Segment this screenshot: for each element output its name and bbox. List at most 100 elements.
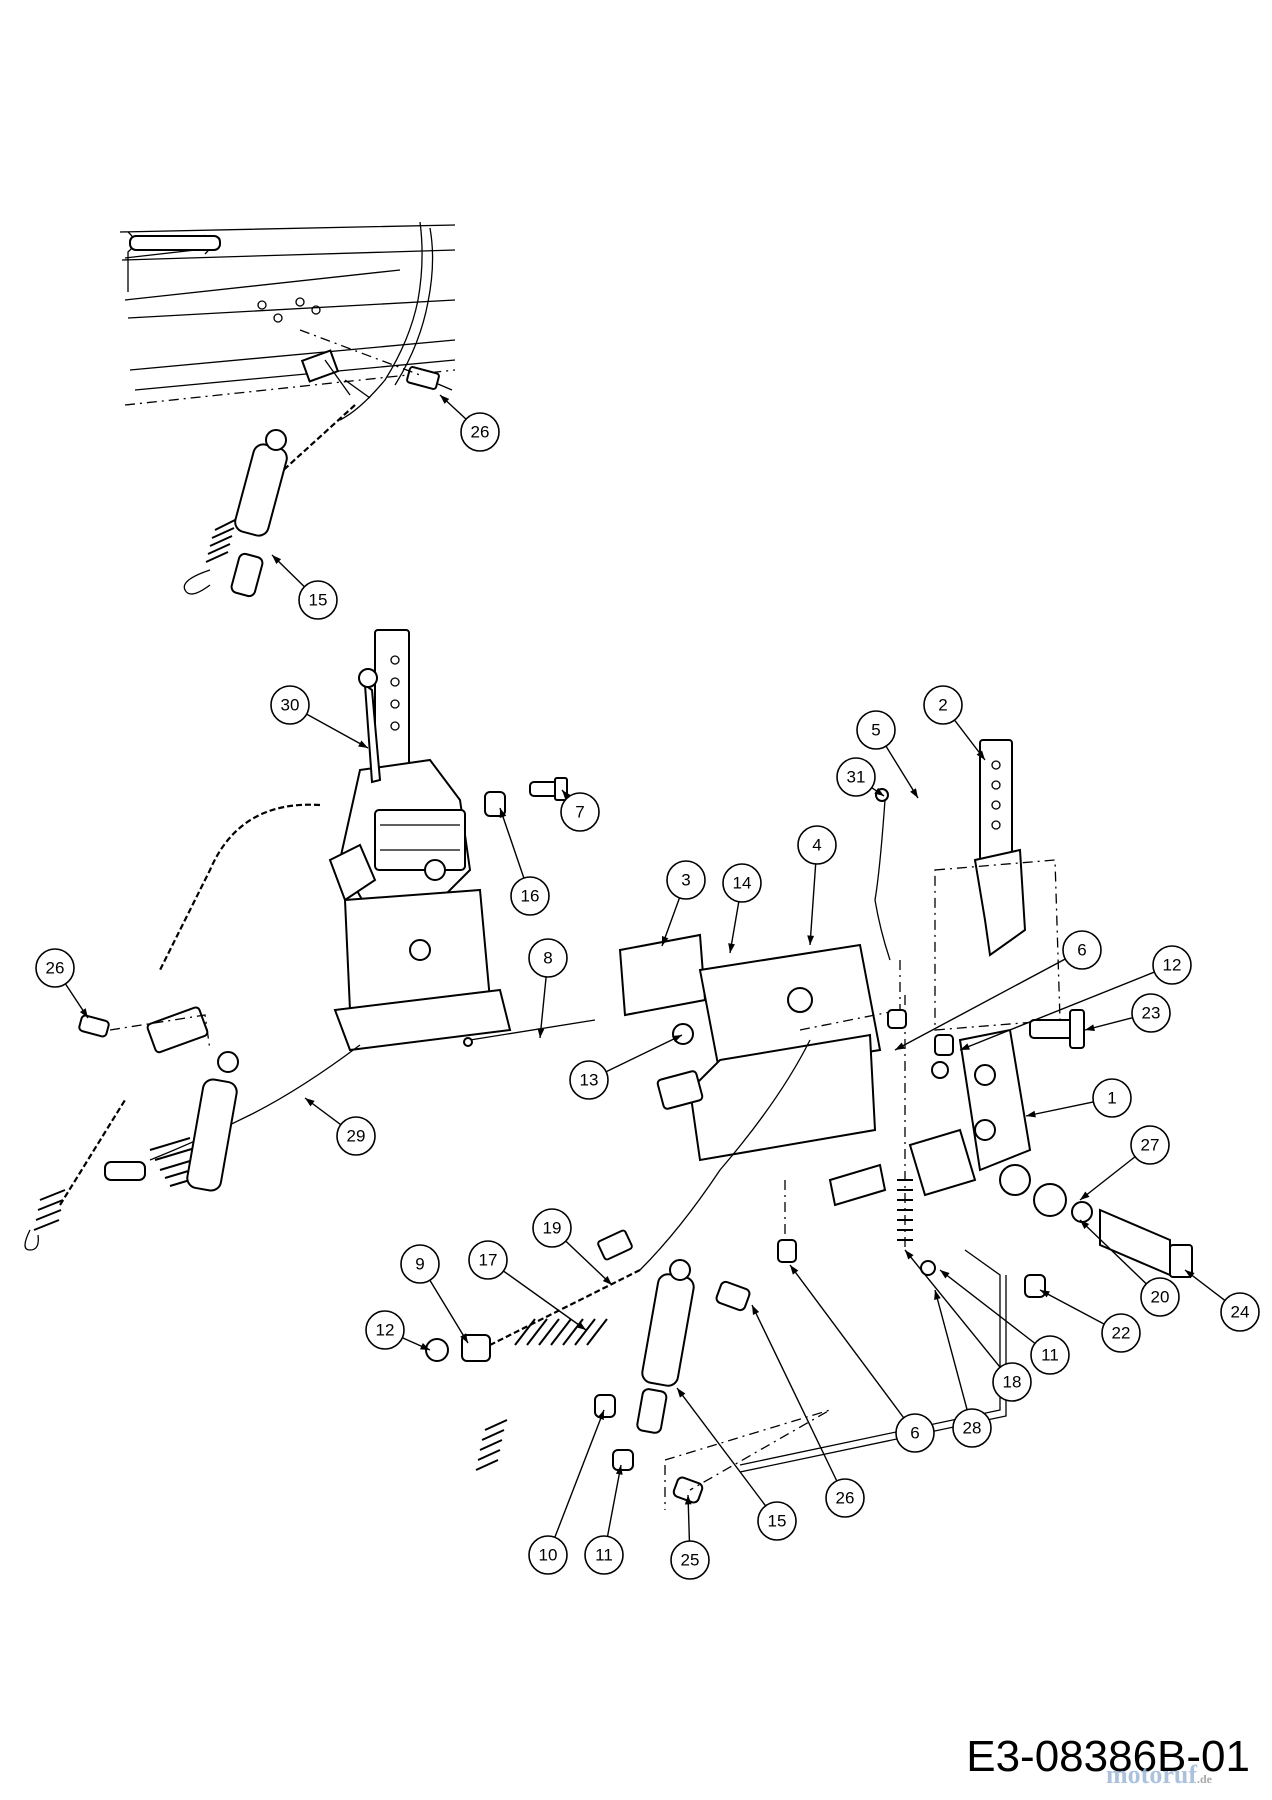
callout-leader-line — [1039, 1289, 1105, 1325]
callout-arrowhead — [1085, 1024, 1095, 1031]
callout-circle — [560, 792, 600, 832]
callout-25-bolt: 25 — [670, 1494, 710, 1580]
watermark-text: motoruf — [1106, 1760, 1197, 1789]
callout-leader-line — [676, 1387, 767, 1507]
callout-arrowhead — [305, 1098, 315, 1107]
callout-number: 30 — [281, 696, 300, 715]
callout-4-main-bracket: 4 — [797, 825, 837, 946]
callout-19-washer: 19 — [532, 1208, 613, 1286]
chassis-frame-detail — [119, 221, 456, 598]
drawing-code: E3-08386B-01 — [966, 1732, 1250, 1781]
callout-circle — [270, 685, 310, 725]
callout-leader-line — [789, 1264, 905, 1419]
callout-number: 25 — [681, 1551, 700, 1570]
callout-number: 27 — [1141, 1136, 1160, 1155]
callout-22-screw: 22 — [1039, 1289, 1141, 1353]
callout-27-bushing: 27 — [1079, 1125, 1170, 1201]
callout-number: 15 — [768, 1512, 787, 1531]
callout-number: 15 — [309, 591, 328, 610]
watermark-suffix: .de — [1197, 1772, 1212, 1786]
callout-number: 8 — [543, 949, 552, 968]
callout-arrowhead — [874, 787, 884, 796]
callout-6-nut: 6 — [894, 930, 1102, 1051]
callout-arrowhead — [790, 1265, 799, 1275]
callout-arrowhead — [597, 1410, 604, 1420]
callout-circle — [35, 948, 75, 988]
right-lift-arm-assembly — [777, 739, 1193, 1298]
callout-circle — [468, 1240, 508, 1280]
callout-arrowhead — [976, 750, 985, 760]
callout-number: 12 — [1163, 956, 1182, 975]
callout-arrowhead — [960, 1043, 970, 1050]
callout-12-nut: 12 — [365, 1310, 431, 1351]
callout-circle — [1140, 1277, 1180, 1317]
callout-arrowhead — [602, 1276, 612, 1285]
callout-9-spacer: 9 — [400, 1244, 469, 1344]
callout-leader-line — [959, 971, 1155, 1051]
callout-number: 24 — [1231, 1303, 1250, 1322]
callout-arrowhead — [910, 788, 918, 798]
callout-circle — [569, 1060, 609, 1100]
callout-leader-line — [606, 1464, 622, 1537]
callout-18-spring: 18 — [904, 1249, 1032, 1402]
callout-circle — [532, 1208, 572, 1248]
callout-12-nut: 12 — [959, 945, 1192, 1051]
callout-circle — [757, 1501, 797, 1541]
callout-arrowhead — [79, 1008, 88, 1018]
callout-leader-line — [1079, 1156, 1136, 1201]
callout-arrowhead — [1185, 1270, 1195, 1279]
left-lever-assembly — [24, 629, 568, 1251]
callout-11-nut: 11 — [939, 1269, 1070, 1375]
callout-number: 7 — [575, 803, 584, 822]
callout-leader-line — [809, 863, 817, 946]
callout-circle — [528, 938, 568, 978]
watermark-logo: motoruf.de — [1106, 1760, 1212, 1790]
callout-circle — [336, 1116, 376, 1156]
callout-number: 20 — [1151, 1288, 1170, 1307]
callout-circle — [797, 825, 837, 865]
callout-arrowhead — [684, 1495, 692, 1505]
callout-circle — [1130, 1125, 1170, 1165]
callout-arrowhead — [537, 1028, 545, 1038]
callout-leader-line — [934, 1289, 968, 1410]
callout-26-bolt: 26 — [751, 1304, 865, 1518]
callout-circle — [1152, 945, 1192, 985]
callout-number: 1 — [1107, 1089, 1116, 1108]
callout-number: 2 — [938, 696, 947, 715]
callout-circle — [1062, 930, 1102, 970]
callout-arrowhead — [1080, 1191, 1090, 1200]
callout-circle — [825, 1478, 865, 1518]
callout-number: 18 — [1003, 1373, 1022, 1392]
callout-number: 4 — [812, 836, 821, 855]
callout-16-bushing: 16 — [499, 807, 550, 916]
callout-number: 29 — [347, 1127, 366, 1146]
callout-number: 19 — [543, 1219, 562, 1238]
callout-number: 14 — [733, 874, 752, 893]
callout-arrowhead — [440, 395, 450, 404]
callout-26-bolt: 26 — [439, 394, 500, 452]
callout-24-axle-bolt: 24 — [1184, 1269, 1260, 1332]
callout-arrowhead — [358, 740, 368, 748]
callout-arrowhead — [615, 1465, 623, 1475]
callout-leader-line — [539, 976, 547, 1039]
callout-leader-line — [429, 1279, 469, 1344]
callout-17-spring: 17 — [468, 1240, 587, 1331]
callout-15-brake-cylinder: 15 — [676, 1387, 797, 1541]
callout-leader-line — [1079, 1219, 1147, 1285]
callout-arrowhead — [807, 935, 815, 945]
callout-circle — [722, 863, 762, 903]
callout-number: 3 — [681, 871, 690, 890]
callout-circle — [670, 1540, 710, 1580]
callout-leader-line — [1025, 1101, 1094, 1117]
callout-number: 6 — [1077, 941, 1086, 960]
callout-number: 16 — [521, 887, 540, 906]
callout-arrowhead — [940, 1270, 950, 1279]
callout-15-brake-cylinder: 15 — [271, 554, 338, 620]
callout-leader-line — [499, 807, 525, 879]
callout-arrowhead — [728, 943, 735, 953]
callout-arrowhead — [672, 1035, 682, 1043]
callout-circle — [460, 412, 500, 452]
callout-circle — [856, 710, 896, 750]
callout-leader-line — [554, 1409, 605, 1538]
